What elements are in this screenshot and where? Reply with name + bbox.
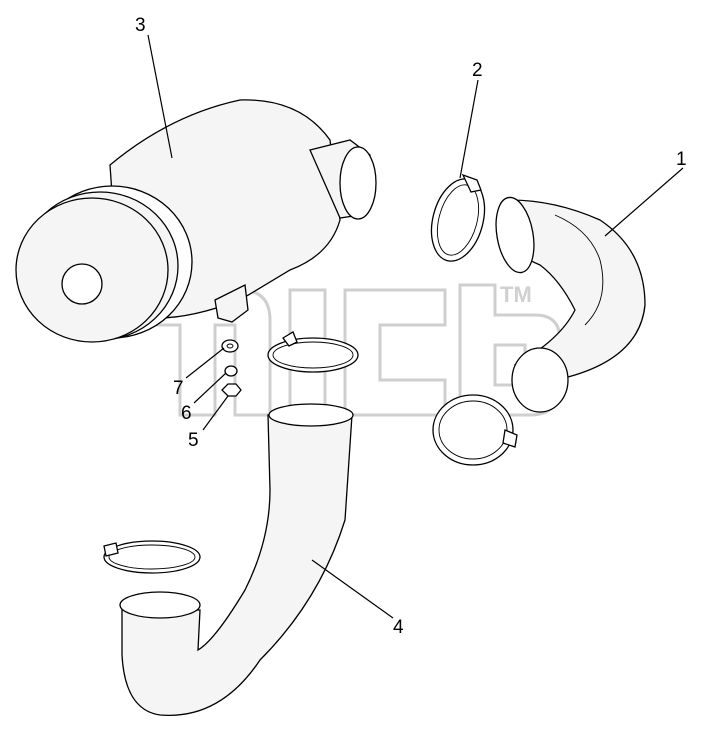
fasteners [221, 339, 242, 397]
callout-3: 3 [135, 15, 146, 36]
intake-pipe [119, 403, 354, 717]
watermark-trademark: TM [500, 282, 532, 307]
callout-5: 5 [188, 430, 199, 451]
clamp-lower-left [103, 540, 201, 574]
air-filter-housing [15, 99, 377, 343]
callout-4: 4 [393, 617, 404, 638]
clamp-top [430, 173, 486, 262]
callout-7: 7 [173, 378, 184, 399]
clamp-middle [267, 331, 359, 373]
nut [221, 383, 242, 397]
leader-lines [147, 34, 684, 619]
callouts: 1 2 3 4 5 6 7 [135, 15, 687, 638]
clamp-right [432, 394, 518, 466]
callout-6: 6 [181, 403, 192, 424]
intake-elbow-hose [495, 196, 646, 413]
callout-2: 2 [472, 60, 483, 81]
callout-1: 1 [676, 149, 687, 170]
flat-washer [221, 339, 239, 353]
lock-washer [224, 365, 238, 377]
